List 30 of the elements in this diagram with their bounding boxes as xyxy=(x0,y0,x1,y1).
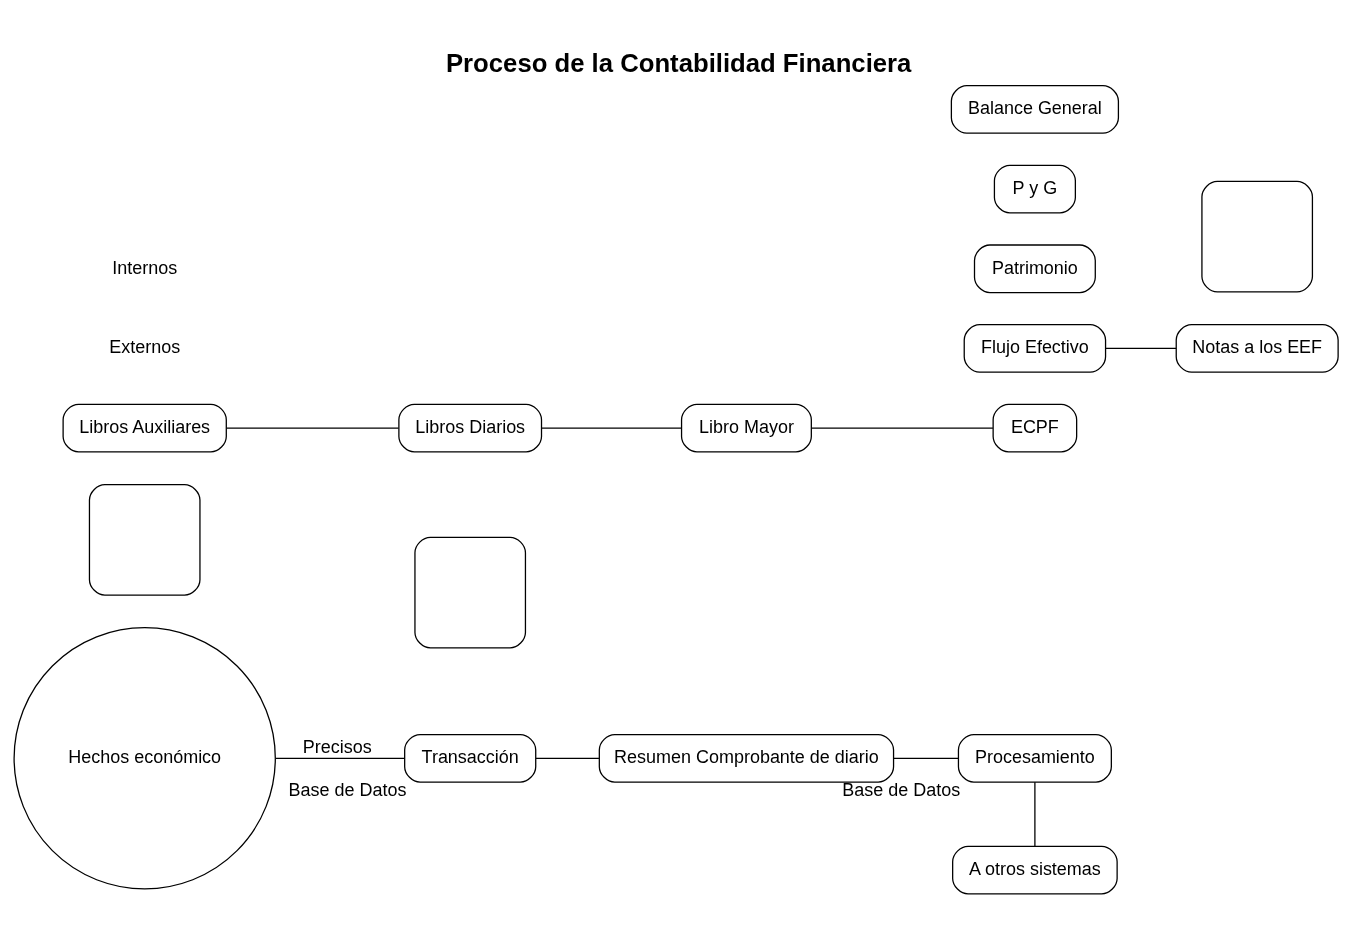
node-box: Libro Mayor xyxy=(680,403,812,452)
label: Internos xyxy=(112,257,178,278)
node-box: Flujo Efectivo xyxy=(963,323,1107,373)
node-box xyxy=(88,483,201,596)
connector xyxy=(1105,347,1177,349)
node-box: P y G xyxy=(993,164,1076,214)
node-label: Base de Datos xyxy=(288,779,407,800)
connector xyxy=(892,757,960,759)
node-box: Libros Auxiliares xyxy=(62,403,227,452)
connector xyxy=(226,426,400,429)
node-circle: Hechos económico xyxy=(13,626,276,890)
connector xyxy=(540,426,682,429)
edge-label: Precisos xyxy=(302,736,372,757)
node-box: Patrimonio xyxy=(973,243,1096,293)
connector xyxy=(1034,781,1036,847)
node-box xyxy=(1201,180,1314,293)
node-box: ECPF xyxy=(992,403,1078,452)
node-box: Notas a los EEF xyxy=(1175,323,1339,373)
node-box: Transacción xyxy=(404,733,537,783)
node-box: Balance General xyxy=(950,84,1120,134)
node-box: Procesamiento xyxy=(957,733,1112,783)
connector xyxy=(275,757,405,759)
node-box: A otros sistemas xyxy=(952,845,1118,894)
node-box xyxy=(414,536,527,648)
diagram-title: Proceso de la Contabilidad Financiera xyxy=(446,48,912,77)
label: Externos xyxy=(109,336,181,357)
node-box: Resumen Comprobante de diario xyxy=(598,733,895,783)
node-box: Libros Diarios xyxy=(398,403,543,452)
connector xyxy=(810,426,994,429)
connector xyxy=(535,757,600,759)
